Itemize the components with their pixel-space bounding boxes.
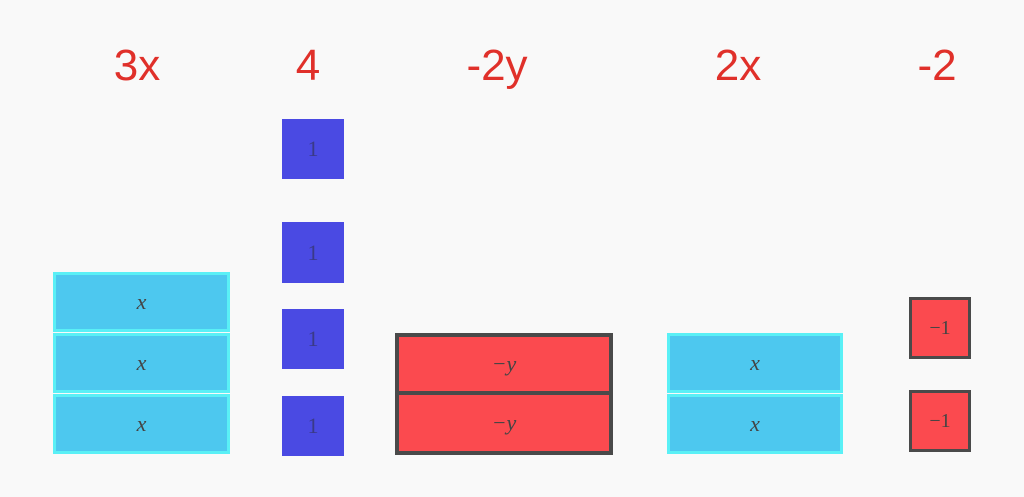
negative-unit-tile[interactable]: −1 [909, 390, 971, 452]
term-label-minus-2: -2 [917, 41, 957, 90]
unit-tile[interactable]: 1 [282, 309, 344, 369]
term-label-2x: 2x [714, 41, 762, 90]
x-tile[interactable]: x [53, 394, 230, 454]
unit-tile[interactable]: 1 [282, 222, 344, 283]
x-tile[interactable]: x [53, 272, 230, 332]
term-label-minus-2y: -2y [466, 41, 528, 90]
term-label-4: 4 [295, 41, 321, 90]
unit-tile[interactable]: 1 [282, 119, 344, 179]
negative-y-tile[interactable]: −y [395, 391, 613, 455]
term-label-3x: 3x [113, 41, 161, 90]
negative-y-tile[interactable]: −y [395, 333, 613, 395]
unit-tile[interactable]: 1 [282, 396, 344, 456]
x-tile[interactable]: x [53, 333, 230, 393]
negative-unit-tile[interactable]: −1 [909, 297, 971, 359]
x-tile[interactable]: x [667, 394, 843, 454]
x-tile[interactable]: x [667, 333, 843, 393]
